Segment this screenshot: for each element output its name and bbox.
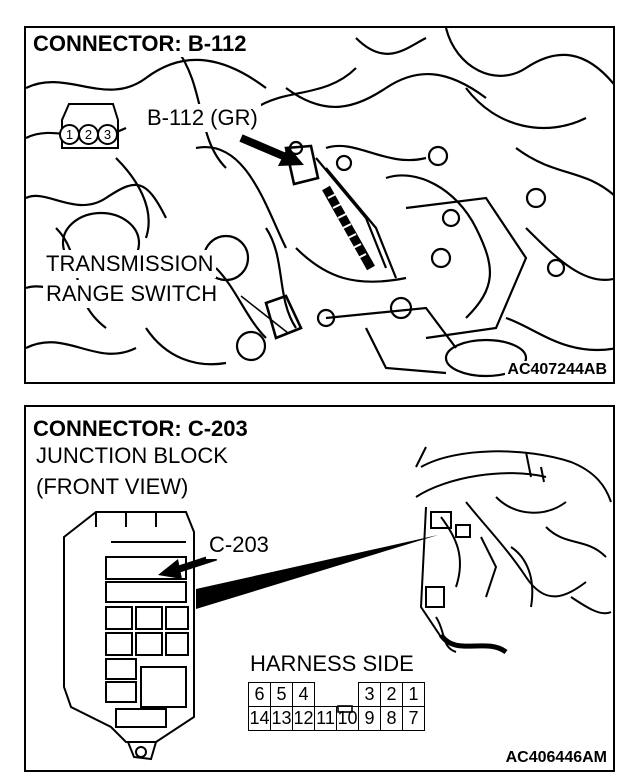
pin-row-lower: 14 13 12 11 10 9 8 7 [248, 706, 425, 731]
connector-pin-1: 1 [59, 124, 80, 145]
component-label-line-2: RANGE SWITCH [43, 280, 221, 308]
pin-cell: 7 [402, 706, 425, 731]
pin-cell: 1 [402, 682, 425, 707]
pin-cell: 11 [314, 706, 337, 731]
pin-cell: 12 [292, 706, 315, 731]
connector-label: C-203 [206, 531, 272, 559]
pin-cell: 3 [358, 682, 381, 707]
pin-cell-empty [314, 682, 337, 707]
pin-cell: 10 [336, 706, 359, 731]
connector-pin-2: 2 [78, 124, 99, 145]
pin-cell: 8 [380, 706, 403, 731]
connector-arrow [158, 553, 218, 579]
harness-connector-pinout: 6 5 4 3 2 1 14 13 12 11 10 9 8 7 [248, 682, 425, 731]
junction-block-illustration [63, 446, 612, 761]
connector-label: B-112 (GR) [144, 104, 261, 132]
connector-pin-3: 3 [97, 124, 118, 145]
connector-c203-panel: CONNECTOR: C-203 JUNCTION BLOCK (FRONT V… [24, 405, 615, 772]
connector-arrow [239, 134, 304, 166]
pin-cell: 9 [358, 706, 381, 731]
pin-cell: 13 [270, 706, 293, 731]
connector-face-icon [61, 103, 119, 149]
connector-b112-panel: CONNECTOR: B-112 1 2 3 B-112 (GR) TRANSM… [24, 26, 615, 384]
pin-cell: 14 [248, 706, 271, 731]
pin-row-upper: 6 5 4 3 2 1 [248, 682, 425, 707]
pin-cell: 6 [248, 682, 271, 707]
panel-title: CONNECTOR: C-203 [29, 416, 252, 442]
image-code: AC406446AM [503, 749, 609, 767]
pin-cell-empty [336, 682, 359, 707]
pin-cell: 4 [292, 682, 315, 707]
caption-line-2: (FRONT VIEW) [36, 474, 189, 499]
component-label-line-1: TRANSMISSION [43, 250, 217, 278]
transmission-illustration [26, 28, 613, 378]
panel-title: CONNECTOR: B-112 [29, 31, 251, 57]
caption-line-1: JUNCTION BLOCK [36, 443, 228, 468]
pin-cell: 5 [270, 682, 293, 707]
location-beam [196, 535, 438, 609]
harness-side-label: HARNESS SIDE [250, 651, 414, 676]
pin-cell: 2 [380, 682, 403, 707]
image-code: AC407244AB [505, 361, 609, 379]
